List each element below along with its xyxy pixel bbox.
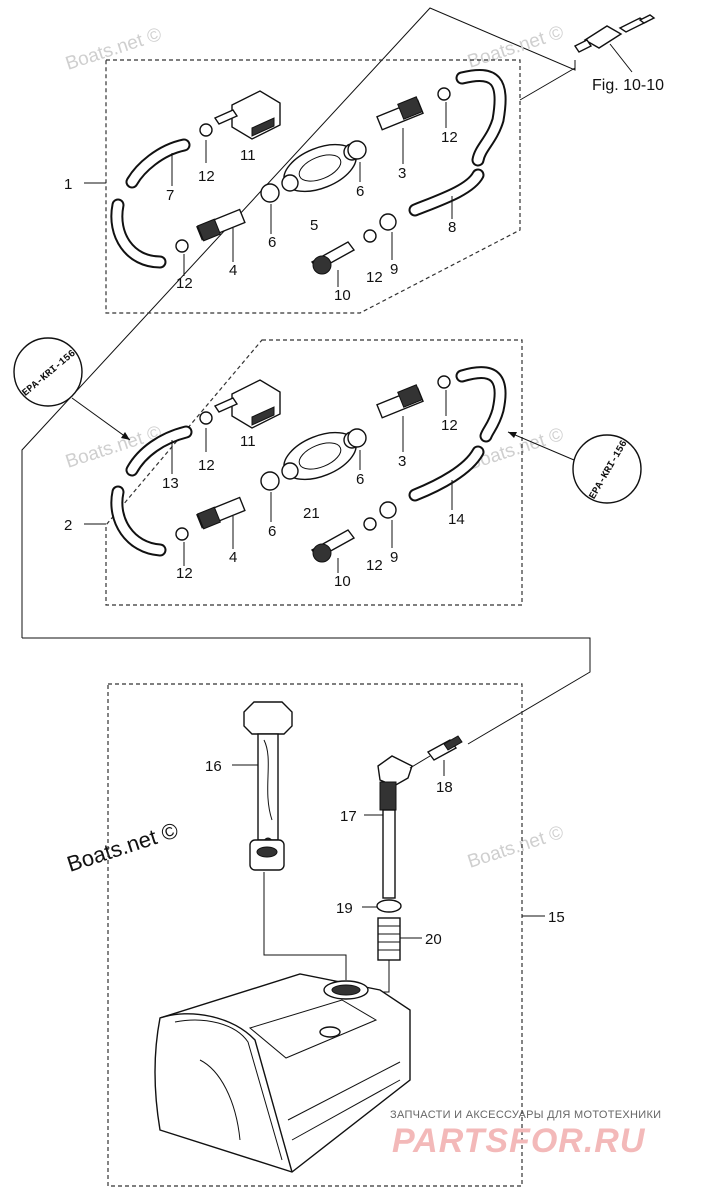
callout-12: 12 (366, 557, 383, 574)
hose-13 (110, 425, 193, 557)
fuel-connector-icon (573, 14, 656, 73)
clamp-12 (175, 87, 451, 253)
brand-logo: ЗАПЧАСТИ И АКСЕССУАРЫ ДЛЯ МОТОТЕХНИКИ PA… (390, 1109, 661, 1160)
connector-11 (213, 90, 281, 140)
callout-4: 4 (229, 549, 237, 566)
fitting-6 (260, 140, 367, 203)
callout-10: 10 (334, 287, 351, 304)
valve-3 (376, 384, 424, 419)
epa-stamp-left: EPA-KRI-156 (13, 337, 131, 441)
callout-12: 12 (441, 129, 458, 146)
valve-4 (196, 496, 246, 530)
callout-17: 17 (340, 808, 357, 825)
callout-9: 9 (390, 549, 398, 566)
watermark-text: Boats.net © (63, 24, 164, 75)
callout-21: 21 (303, 505, 320, 522)
fitting-9 (379, 501, 397, 519)
valve-4 (196, 208, 246, 242)
brand-subtitle: ЗАПЧАСТИ И АКСЕССУАРЫ ДЛЯ МОТОТЕХНИКИ (390, 1109, 661, 1121)
primer-bulb-assembly-2: 2 (64, 339, 523, 606)
assembly-frame (105, 59, 521, 314)
connector-11 (213, 379, 281, 429)
callout-19: 19 (336, 900, 353, 917)
callout-6: 6 (268, 234, 276, 251)
callout-2: 2 (64, 517, 72, 534)
fuel-gauge-16 (243, 701, 293, 871)
watermark-text: Boats.net © (465, 822, 566, 873)
fuel-tank-assembly-15: 15 16 17 18 19 (107, 683, 565, 1187)
callout-6: 6 (356, 183, 364, 200)
epa-stamp-right: EPA-KRI-156 (507, 431, 642, 504)
callout-6: 6 (268, 523, 276, 540)
strainer-20 (377, 917, 401, 961)
fitting-9 (379, 213, 397, 231)
hose-14 (408, 366, 507, 502)
fuel-pickup-17 (377, 755, 413, 899)
callout-12: 12 (366, 269, 383, 286)
callout-11: 11 (240, 433, 256, 450)
callout-12: 12 (198, 457, 215, 474)
callout-18: 18 (436, 779, 453, 796)
valve-3 (376, 96, 424, 131)
figure-ref-label: Fig. 10-10 (592, 77, 664, 94)
fitting-18 (426, 735, 463, 761)
connector-10 (310, 241, 356, 275)
callout-20: 20 (425, 931, 442, 948)
clamp-12 (175, 375, 451, 541)
callout-5: 5 (310, 217, 318, 234)
callout-3: 3 (398, 453, 406, 470)
callout-8: 8 (448, 219, 456, 236)
brand-name: PARTSFOR.RU (392, 1122, 646, 1160)
callout-11: 11 (240, 147, 256, 164)
callout-15: 15 (548, 909, 565, 926)
callout-7: 7 (166, 187, 174, 204)
connector-10 (310, 529, 356, 563)
callout-12: 12 (176, 275, 193, 292)
callout-12: 12 (198, 168, 215, 185)
callout-16: 16 (205, 758, 222, 775)
figure-reference: Fig. 10-10 (573, 14, 664, 94)
callout-13: 13 (162, 475, 179, 492)
callout-4: 4 (229, 262, 237, 279)
callout-12: 12 (176, 565, 193, 582)
callout-6: 6 (356, 471, 364, 488)
hose-8 (408, 68, 507, 217)
callout-3: 3 (398, 165, 406, 182)
assembly-frame (107, 683, 523, 1187)
fuel-tank (154, 973, 411, 1173)
o-ring-19 (376, 899, 402, 913)
fitting-6 (260, 428, 367, 491)
callout-14: 14 (448, 511, 465, 528)
primer-bulb-assembly-1: 1 (64, 59, 521, 314)
callout-9: 9 (390, 261, 398, 278)
watermark-text-dark: Boats.net © (64, 817, 181, 876)
callout-1: 1 (64, 176, 72, 193)
callout-10: 10 (334, 573, 351, 590)
leader-lines (21, 7, 591, 745)
hose-7 (110, 138, 191, 269)
callout-12: 12 (441, 417, 458, 434)
